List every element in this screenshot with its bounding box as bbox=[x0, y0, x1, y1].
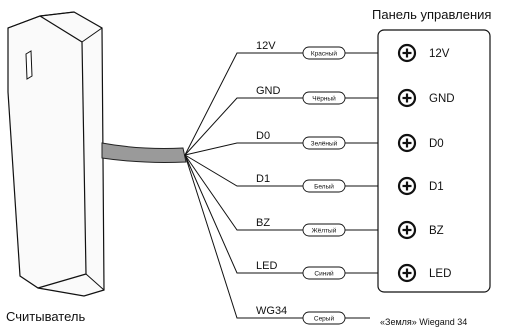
wire-d0 bbox=[184, 142, 378, 156]
terminal-label-bz: BZ bbox=[429, 225, 444, 237]
signal-label-gnd: GND bbox=[256, 85, 281, 97]
color-tag-led bbox=[302, 266, 346, 280]
wire-bz bbox=[184, 154, 378, 231]
signal-label-wg34: WG34 bbox=[256, 305, 287, 317]
terminal-label-12v: 12V bbox=[429, 48, 450, 60]
wire-12v bbox=[184, 52, 378, 156]
terminal-d1: D1 bbox=[397, 176, 444, 196]
control-panel-box bbox=[377, 29, 491, 293]
terminal-label-led: LED bbox=[429, 268, 451, 280]
wg34-note: «Земля» Wiegand 34 bbox=[380, 317, 467, 327]
terminal-bz: BZ bbox=[397, 220, 444, 240]
color-tag-gnd bbox=[302, 91, 346, 105]
color-tag-label-gnd: Чёрный bbox=[312, 94, 336, 102]
signal-label-d1: D1 bbox=[256, 173, 270, 185]
color-tag-label-bz: Жёлтый bbox=[312, 226, 337, 234]
color-tag-d1 bbox=[302, 179, 346, 193]
reader-device bbox=[7, 11, 105, 297]
terminal-gnd: GND bbox=[397, 88, 455, 108]
terminal-d0: D0 bbox=[397, 133, 444, 153]
color-tag-wg34 bbox=[302, 311, 346, 325]
wire-wg34 bbox=[184, 154, 370, 319]
signal-label-led: LED bbox=[256, 260, 277, 272]
color-tag-label-led: Синий bbox=[314, 269, 334, 277]
wire-d1 bbox=[184, 154, 378, 187]
terminal-label-d0: D0 bbox=[429, 138, 444, 150]
color-tag-label-wg34: Серый bbox=[314, 314, 335, 322]
wire-led bbox=[184, 154, 378, 274]
panel-title: Панель управления bbox=[372, 7, 491, 22]
color-tag-label-d1: Белый bbox=[314, 182, 334, 190]
color-tag-label-12v: Красный bbox=[311, 49, 338, 57]
color-tag-d0 bbox=[302, 136, 346, 150]
signal-label-12v: 12V bbox=[256, 40, 276, 52]
reader-cable bbox=[101, 142, 187, 163]
wire-gnd bbox=[184, 97, 378, 156]
terminal-12v: 12V bbox=[397, 43, 450, 63]
color-tag-bz bbox=[302, 223, 346, 237]
terminal-label-d1: D1 bbox=[429, 181, 444, 193]
signal-label-d0: D0 bbox=[256, 130, 270, 142]
terminal-label-gnd: GND bbox=[429, 93, 455, 105]
signal-label-bz: BZ bbox=[256, 217, 270, 229]
terminal-led: LED bbox=[397, 263, 451, 283]
color-tag-12v bbox=[302, 46, 346, 60]
color-tag-label-d0: Зелёный bbox=[311, 139, 338, 147]
reader-label: Считыватель bbox=[6, 309, 85, 324]
